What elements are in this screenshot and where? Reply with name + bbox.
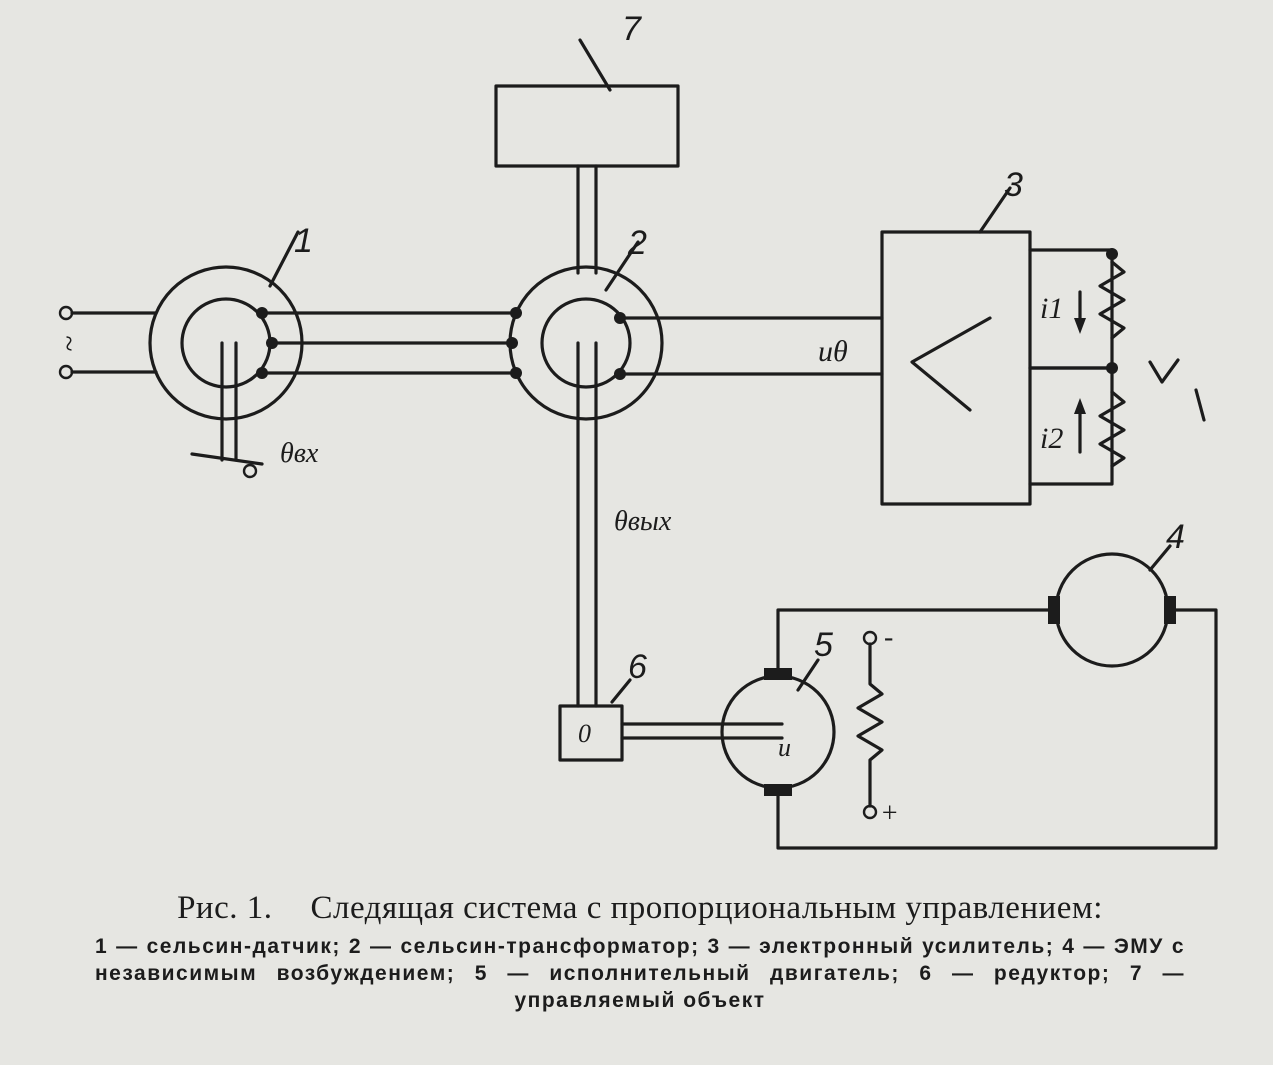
field-winding-resistor [856, 642, 884, 808]
sensor-handle [190, 452, 264, 466]
input-angle-label: θвх [280, 438, 319, 469]
current-2-arrowhead [1074, 398, 1086, 414]
current-2-label: i2 [1040, 422, 1063, 455]
leader-5 [796, 658, 820, 692]
field-plus-label: + [880, 798, 899, 829]
actuator-motor [720, 674, 836, 790]
supply-ac-symbol: ~ [52, 335, 85, 351]
amplifier-symbol [910, 316, 992, 412]
emu-field-connection-mark [1148, 358, 1180, 384]
coil-resistor-upper [1098, 260, 1126, 340]
reducer-box [558, 704, 624, 762]
figure-number: Рис. 1. [177, 890, 273, 926]
amplifier-box [880, 230, 1032, 506]
label-4: 4 [1166, 518, 1185, 556]
emu-brush-left [1048, 596, 1060, 624]
field-terminal-plus [862, 804, 878, 820]
label-5: 5 [814, 626, 833, 664]
leader-3 [978, 186, 1012, 234]
reducer-symbol: 0 [578, 719, 591, 748]
current-1-label: i1 [1040, 292, 1063, 325]
field-terminal-minus [862, 630, 878, 646]
supply-terminal-top [58, 305, 74, 321]
leader-7 [578, 38, 612, 92]
armature-wire-top [776, 608, 1050, 676]
selsyn-transformer-stator [508, 265, 664, 421]
label-2: 2 [627, 224, 647, 262]
label-7: 7 [622, 10, 642, 48]
label-1: 1 [294, 222, 313, 260]
supply-terminal-bottom [58, 364, 74, 380]
armature-wire-bottom [776, 608, 1218, 850]
emu-field-connection-tail [1194, 388, 1206, 422]
figure-caption: Рис. 1. Следящая система с пропорциональн… [60, 890, 1220, 1014]
sensor-handle-knob [242, 463, 258, 479]
field-minus-label: - [884, 622, 893, 653]
caption-legend: 1 — сельсин-датчик; 2 — сельсин-трансфор… [95, 935, 1185, 1012]
transformer-terminal-b [506, 337, 518, 349]
error-voltage-label: uθ [818, 335, 848, 368]
caption-title: Следящая система с пропорциональным упра… [310, 890, 1103, 926]
caption-title-line: Рис. 1. Следящая система с пропорциональн… [60, 890, 1220, 927]
selsyn-transformer-rotor [540, 297, 632, 389]
motor-brush-top [764, 668, 792, 680]
leader-2 [604, 240, 640, 292]
emu-brush-right [1164, 596, 1176, 624]
motor-brush-bottom [764, 784, 792, 796]
coil-resistor-lower [1098, 390, 1126, 468]
servo-system-diagram: 7 ~ 1 θвх 2 θвых uθ 3 i1 [52, 10, 1218, 850]
coil-loop-lower [1028, 366, 1114, 486]
label-3: 3 [1004, 166, 1023, 204]
motor-terminal-label: u [778, 733, 791, 762]
leader-6 [610, 678, 632, 704]
coil-node-top [1106, 248, 1118, 260]
leader-1 [268, 230, 300, 288]
controlled-object-box [494, 84, 680, 168]
coil-node-mid [1106, 362, 1118, 374]
output-angle-label: θвых [614, 506, 672, 537]
label-6: 6 [628, 648, 647, 686]
current-1-arrowhead [1074, 318, 1086, 334]
leader-4 [1148, 544, 1172, 572]
